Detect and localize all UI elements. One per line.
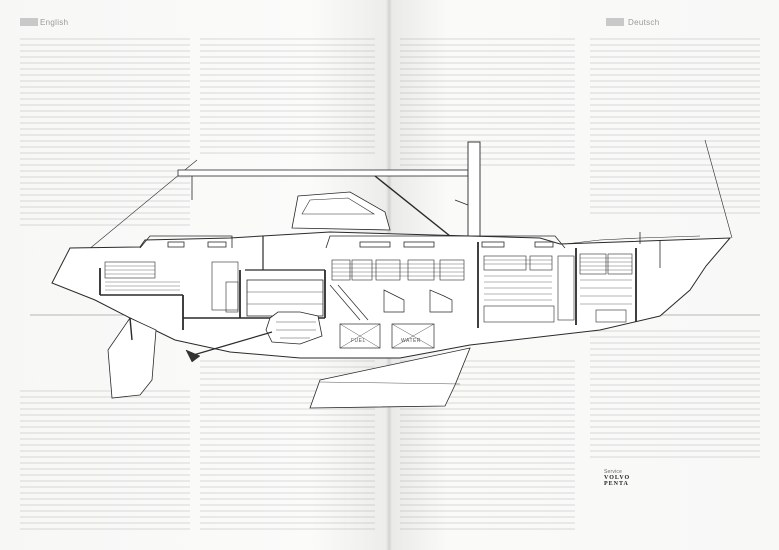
- ghost-text-column: [590, 330, 760, 460]
- fuel-tank-label: FUEL: [351, 338, 366, 344]
- main-cabin-top: [325, 235, 566, 249]
- portlight: [359, 241, 391, 248]
- saloon-locker: [351, 259, 373, 281]
- pulpit-rail: [564, 235, 701, 245]
- propeller-shaft: [189, 331, 273, 357]
- ghost-text-column: [200, 38, 375, 158]
- dodger: [291, 191, 391, 231]
- keel: [309, 347, 471, 409]
- ghost-text-column: [590, 38, 760, 218]
- portlight: [481, 241, 505, 248]
- saloon-locker: [331, 259, 351, 281]
- saloon-seat: [429, 289, 453, 313]
- right-header-bar: [606, 18, 624, 26]
- mast-fitting: [454, 199, 469, 206]
- water-tank: [391, 323, 435, 349]
- rudder: [107, 317, 157, 399]
- portlight: [167, 241, 185, 248]
- brand-logo-line2: PENTA: [604, 481, 629, 487]
- hanging-locker: [557, 255, 575, 321]
- saloon-locker: [407, 259, 435, 281]
- brand-logo: Service VOLVO PENTA: [604, 469, 631, 488]
- fwd-cabin-top: [139, 235, 233, 249]
- right-page-header: Deutsch: [628, 18, 660, 27]
- ghost-text-column: [400, 38, 575, 168]
- brand-small-text: Service: [604, 469, 623, 475]
- vberth-locker: [579, 253, 607, 275]
- saloon-locker: [375, 259, 401, 281]
- boom-vang: [374, 175, 456, 241]
- dodger-window: [301, 197, 376, 215]
- fuel-tank: [339, 323, 381, 349]
- saloon-locker: [439, 259, 465, 281]
- backstay: [704, 139, 733, 239]
- rudder-stock: [129, 317, 133, 341]
- hull-outline: [51, 231, 732, 359]
- settee-base: [483, 305, 555, 323]
- water-tank-label: WATER: [401, 338, 421, 344]
- fwd-locker: [529, 255, 553, 271]
- vberth-base: [595, 309, 627, 323]
- fwd-locker: [483, 255, 527, 271]
- left-header-bar: [20, 18, 38, 26]
- brand-logo-line1: VOLVO: [604, 475, 631, 481]
- saloon-seat: [383, 289, 405, 313]
- portlight: [534, 241, 554, 248]
- vberth-locker: [607, 253, 633, 275]
- boom: [177, 169, 469, 177]
- galley-door: [225, 281, 239, 313]
- companionway-ladder: [329, 284, 361, 321]
- ghost-text-column: [20, 38, 190, 228]
- ghost-text-column: [20, 390, 190, 530]
- portlight: [403, 241, 435, 248]
- portlight: [207, 241, 227, 248]
- propeller: [185, 349, 201, 363]
- engine: [265, 311, 323, 345]
- left-page-header: English: [40, 18, 69, 27]
